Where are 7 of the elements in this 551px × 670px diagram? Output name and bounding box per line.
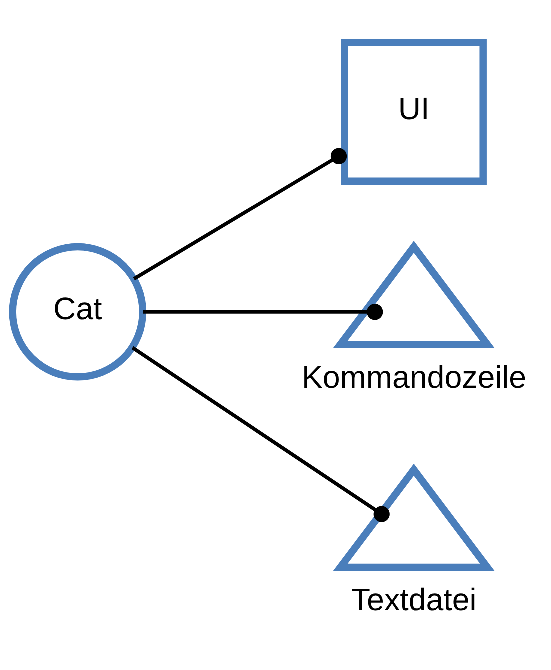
node-label: Kommandozeile	[302, 360, 527, 395]
connector	[143, 304, 384, 320]
node-label: Textdatei	[351, 582, 477, 618]
connector	[132, 346, 390, 522]
node-circle: Cat	[9, 243, 147, 381]
node-box: UI	[341, 39, 487, 185]
connector	[133, 148, 348, 281]
